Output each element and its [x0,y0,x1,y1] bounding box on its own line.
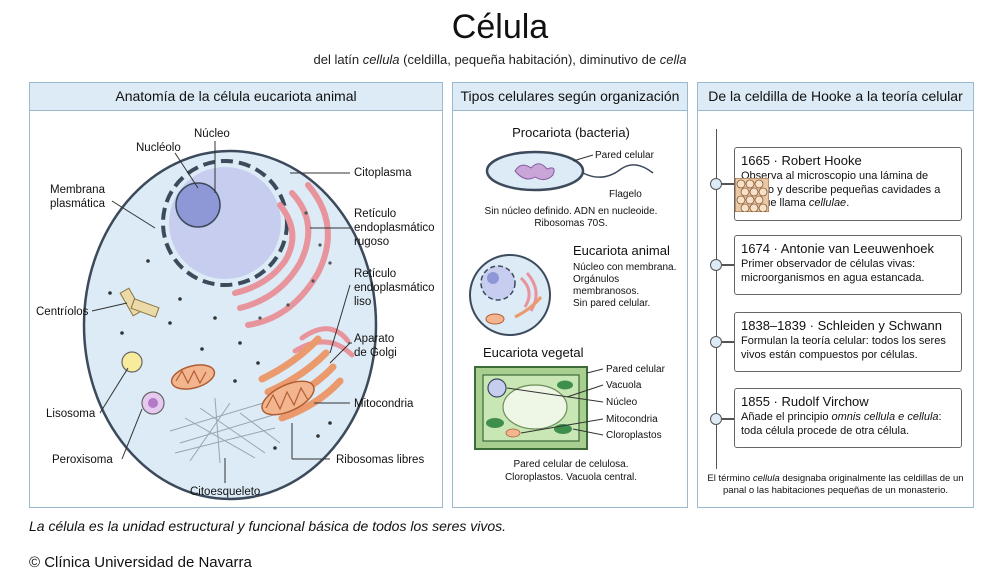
label-golgi-1: Aparato [354,333,394,345]
veg-vacuola-label: Vacuola [606,380,642,391]
label-rer-1: Retículo [354,208,396,220]
label-citoplasma: Citoplasma [354,167,412,179]
event-title: 1674 · Antonie van Leeuwenhoek [741,241,934,256]
prok-title: Procariota (bacteria) [512,125,630,140]
history-heading: De la celdilla de Hooke a la teoría celu… [698,83,973,111]
event-text: Observa al microscopio una lámina de cor… [741,170,941,209]
animal-desc-3: membranosos. [573,286,639,297]
event-schleiden-schwann: 1838–1839 · Schleiden y Schwann Formulan… [734,312,962,372]
anatomy-heading: Anatomía de la célula eucariota animal [30,83,442,111]
animal-cell-diagram: Núcleo Nucléolo Citoplasma Membrana plas… [36,128,435,501]
veg-wall-label: Pared celular [606,364,666,375]
event-hooke: 1665 · Robert Hooke Observa al microscop… [734,147,962,221]
event-text: Formulan la teoría celular: todos los se… [741,335,946,361]
anatomy-panel: Anatomía de la célula eucariota animal [29,82,443,508]
mitochondrion [170,364,216,390]
animal-desc-1: Núcleo con membrana. [573,262,676,273]
label-ser-3: liso [354,296,371,308]
timeline-line [715,129,717,469]
rough-er [232,182,331,328]
event-virchow: 1855 · Rudolf Virchow Añade el principio… [734,388,962,448]
credit: © Clínica Universidad de Navarra [29,554,252,571]
prok-desc-1: Sin núcleo definido. ADN en nucleoide. [485,206,658,217]
event-title: 1838–1839 · Schleiden y Schwann [741,318,942,333]
cell-types-diagram: Procariota (bacteria) Pared celular Flag… [469,125,676,483]
label-membrana-1: Membrana [50,184,106,196]
label-lisosoma: Lisosoma [46,408,96,420]
label-citoesqueleto: Citoesqueleto [190,486,260,498]
prok-flagelo-label: Flagelo [609,189,642,200]
label-ribosomas: Ribosomas libres [336,454,424,466]
cell-types-panel: Tipos celulares según organización Proca… [452,82,688,508]
lysosome [121,351,143,373]
event-title: 1665 · Robert Hooke [741,153,862,168]
veg-mito-label: Mitocondria [606,414,658,425]
nucleolus [175,182,221,228]
cork-cells-icon [735,178,769,212]
veg-cloro-label: Cloroplastos [606,430,662,441]
history-footnote: El término cellula designaba originalmen… [707,473,964,496]
plant-cell-illustration [474,366,588,450]
smooth-er [292,326,355,358]
cytoskeleton [169,397,281,464]
event-text: Añade el principio omnis cellula e cellu… [741,411,942,437]
animal-cell-illustration [469,254,551,336]
label-centriolos: Centríolos [36,306,89,318]
animal-desc-2: Orgánulos [573,274,619,285]
prok-desc-2: Ribosomas 70S. [534,218,607,229]
label-rer-2: endoplasmático [354,222,435,234]
history-panel: De la celdilla de Hooke a la teoría celu… [697,82,974,508]
label-golgi-2: de Golgi [354,347,397,359]
caption: La célula es la unidad estructural y fun… [29,518,507,534]
event-title: 1855 · Rudolf Virchow [741,394,869,409]
event-leeuwenhoek: 1674 · Antonie van Leeuwenhoek Primer ob… [734,235,962,295]
label-membrana-2: plasmática [50,198,106,210]
timeline-dot [710,413,722,425]
label-peroxisoma: Peroxisoma [52,454,113,466]
timeline-dot [710,178,722,190]
veg-desc-2: Cloroplastos. Vacuola central. [505,472,637,483]
veg-nucleo-label: Núcleo [606,397,638,408]
centrioles [119,287,160,318]
prok-wall-label: Pared celular [595,150,655,161]
veg-desc-1: Pared celular de celulosa. [513,459,628,470]
label-nucleo: Núcleo [194,128,230,140]
label-ser-2: endoplasmático [354,282,435,294]
prokaryote-illustration [485,150,654,192]
page-title: Célula [451,8,549,46]
ribosomes-on-rer [258,211,332,320]
mitochondrion [261,380,315,416]
label-nucleolo: Nucléolo [136,142,181,154]
cell-types-heading: Tipos celulares según organización [453,83,687,111]
page-subtitle: del latín cellula (celdilla, pequeña hab… [313,52,687,67]
free-ribosomes [108,259,332,450]
label-rer-3: rugoso [354,236,389,248]
event-text: Primer observador de células vivas: micr… [741,258,925,284]
timeline-dot [710,336,722,348]
label-mitocondria: Mitocondria [354,398,414,410]
veg-title: Eucariota vegetal [483,345,584,360]
timeline-dot [710,259,722,271]
label-ser-1: Retículo [354,268,396,280]
animal-title: Eucariota animal [573,243,670,258]
animal-desc-4: Sin pared celular. [573,298,650,309]
